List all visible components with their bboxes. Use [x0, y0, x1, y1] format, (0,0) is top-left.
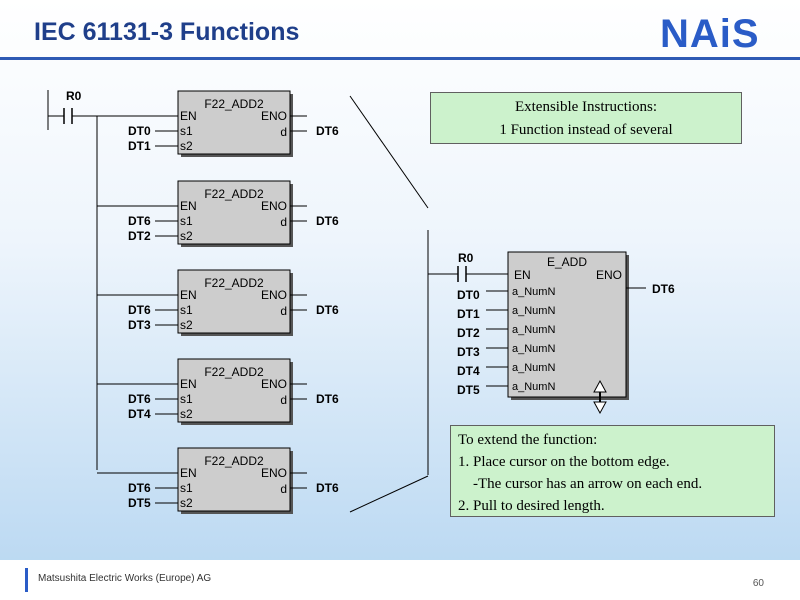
note-bottom-line-3: -The cursor has an arrow on each end. [458, 476, 703, 492]
block-box [177, 358, 291, 423]
block-input-1: DT0 [457, 288, 480, 302]
block-pin-a-numn: a_NumN [512, 305, 555, 317]
block-pin-s2: s2 [180, 496, 193, 510]
extensible-network: R0 E_ADD EN ENO DT6 a_NumN DT0 a_NumN DT1 a_NumN D… [427, 230, 675, 475]
block-name: F22_ADD2 [204, 187, 264, 201]
contact-label-r0: R0 [458, 251, 474, 265]
block-input-2: DT1 [457, 307, 480, 321]
note-bottom-line-1: To extend the function: [458, 432, 598, 448]
block-pin-en: EN [180, 109, 197, 123]
block-box [177, 447, 291, 512]
block-pin-en: EN [180, 199, 197, 213]
nais-logo: NAiS [660, 12, 760, 56]
block-pin-en: EN [180, 377, 197, 391]
block-pin-d: d [280, 304, 287, 318]
footer-company: Matsushita Electric Works (Europe) AG [38, 573, 212, 584]
block-pin-eno: ENO [261, 109, 287, 123]
block-pin-eno: ENO [596, 268, 622, 282]
block-pin-a-numn: a_NumN [512, 362, 555, 374]
block-pin-en: EN [514, 268, 531, 282]
cursor-arrow-down [593, 401, 607, 415]
block-pin-d: d [280, 482, 287, 496]
block-pin-s1: s1 [180, 481, 193, 495]
page-number: 60 [752, 578, 764, 589]
block-pin-s2: s2 [180, 407, 193, 421]
block-output: DT6 [316, 124, 339, 138]
contact-label-r0: R0 [66, 89, 82, 103]
block-pin-eno: ENO [261, 466, 287, 480]
block-input-4: DT3 [457, 345, 480, 359]
block-input-2: DT5 [128, 496, 151, 510]
block-input-1: DT6 [128, 303, 151, 317]
block-pin-en: EN [180, 288, 197, 302]
note-bottom-line-4: 2. Pull to desired length. [458, 498, 605, 514]
block-pin-s1: s1 [180, 303, 193, 317]
block-name: F22_ADD2 [204, 276, 264, 290]
block-pin-en: EN [180, 466, 197, 480]
block-name: F22_ADD2 [204, 454, 264, 468]
block-input-1: DT0 [128, 124, 151, 138]
block-name: E_ADD [547, 255, 587, 269]
block-input-2: DT2 [128, 229, 151, 243]
block-input-1: DT6 [128, 214, 151, 228]
connector-line [349, 475, 429, 513]
e-add-block-box [507, 251, 627, 398]
block-pin-d: d [280, 125, 287, 139]
footer-accent-bar [25, 568, 28, 592]
block-input-5: DT4 [457, 364, 480, 378]
block-box [177, 269, 291, 334]
block-input-1: DT6 [128, 481, 151, 495]
block-output: DT6 [316, 392, 339, 406]
block-box [177, 90, 291, 155]
block-pin-a-numn: a_NumN [512, 343, 555, 355]
block-pin-a-numn: a_NumN [512, 381, 555, 393]
title-divider [0, 57, 800, 60]
block-pin-eno: ENO [261, 288, 287, 302]
block-pin-eno: ENO [261, 377, 287, 391]
block-pin-eno: ENO [261, 199, 287, 213]
block-pin-a-numn: a_NumN [512, 324, 555, 336]
block-pin-d: d [280, 393, 287, 407]
block-input-1: DT6 [128, 392, 151, 406]
block-pin-s1: s1 [180, 214, 193, 228]
block-input-2: DT4 [128, 407, 151, 421]
block-pin-s1: s1 [180, 124, 193, 138]
block-output: DT6 [652, 282, 675, 296]
block-output: DT6 [316, 303, 339, 317]
block-input-2: DT1 [128, 139, 151, 153]
note-extend-instructions: To extend the function: 1. Place cursor … [450, 425, 775, 517]
block-name: F22_ADD2 [204, 97, 264, 111]
note-extensible-instructions: Extensible Instructions: 1 Function inst… [430, 92, 742, 144]
block-input-3: DT2 [457, 326, 480, 340]
block-pin-d: d [280, 215, 287, 229]
block-pin-s2: s2 [180, 139, 193, 153]
block-box [177, 180, 291, 245]
note-bottom-line-2: 1. Place cursor on the bottom edge. [458, 454, 670, 470]
connector-line [349, 95, 429, 209]
block-pin-a-numn: a_NumN [512, 286, 555, 298]
slide-title: IEC 61131-3 Functions [34, 18, 300, 46]
footer: Matsushita Electric Works (Europe) AG 60 [0, 560, 800, 600]
note-top-line-1: Extensible Instructions: [514, 99, 658, 115]
block-input-2: DT3 [128, 318, 151, 332]
block-pin-s2: s2 [180, 229, 193, 243]
block-name: F22_ADD2 [204, 365, 264, 379]
block-input-6: DT5 [457, 383, 480, 397]
block-output: DT6 [316, 214, 339, 228]
block-output: DT6 [316, 481, 339, 495]
note-top-line-2: 1 Function instead of several [499, 122, 673, 138]
double-arrow-cursor-icon [593, 379, 607, 415]
block-pin-s2: s2 [180, 318, 193, 332]
block-pin-s1: s1 [180, 392, 193, 406]
